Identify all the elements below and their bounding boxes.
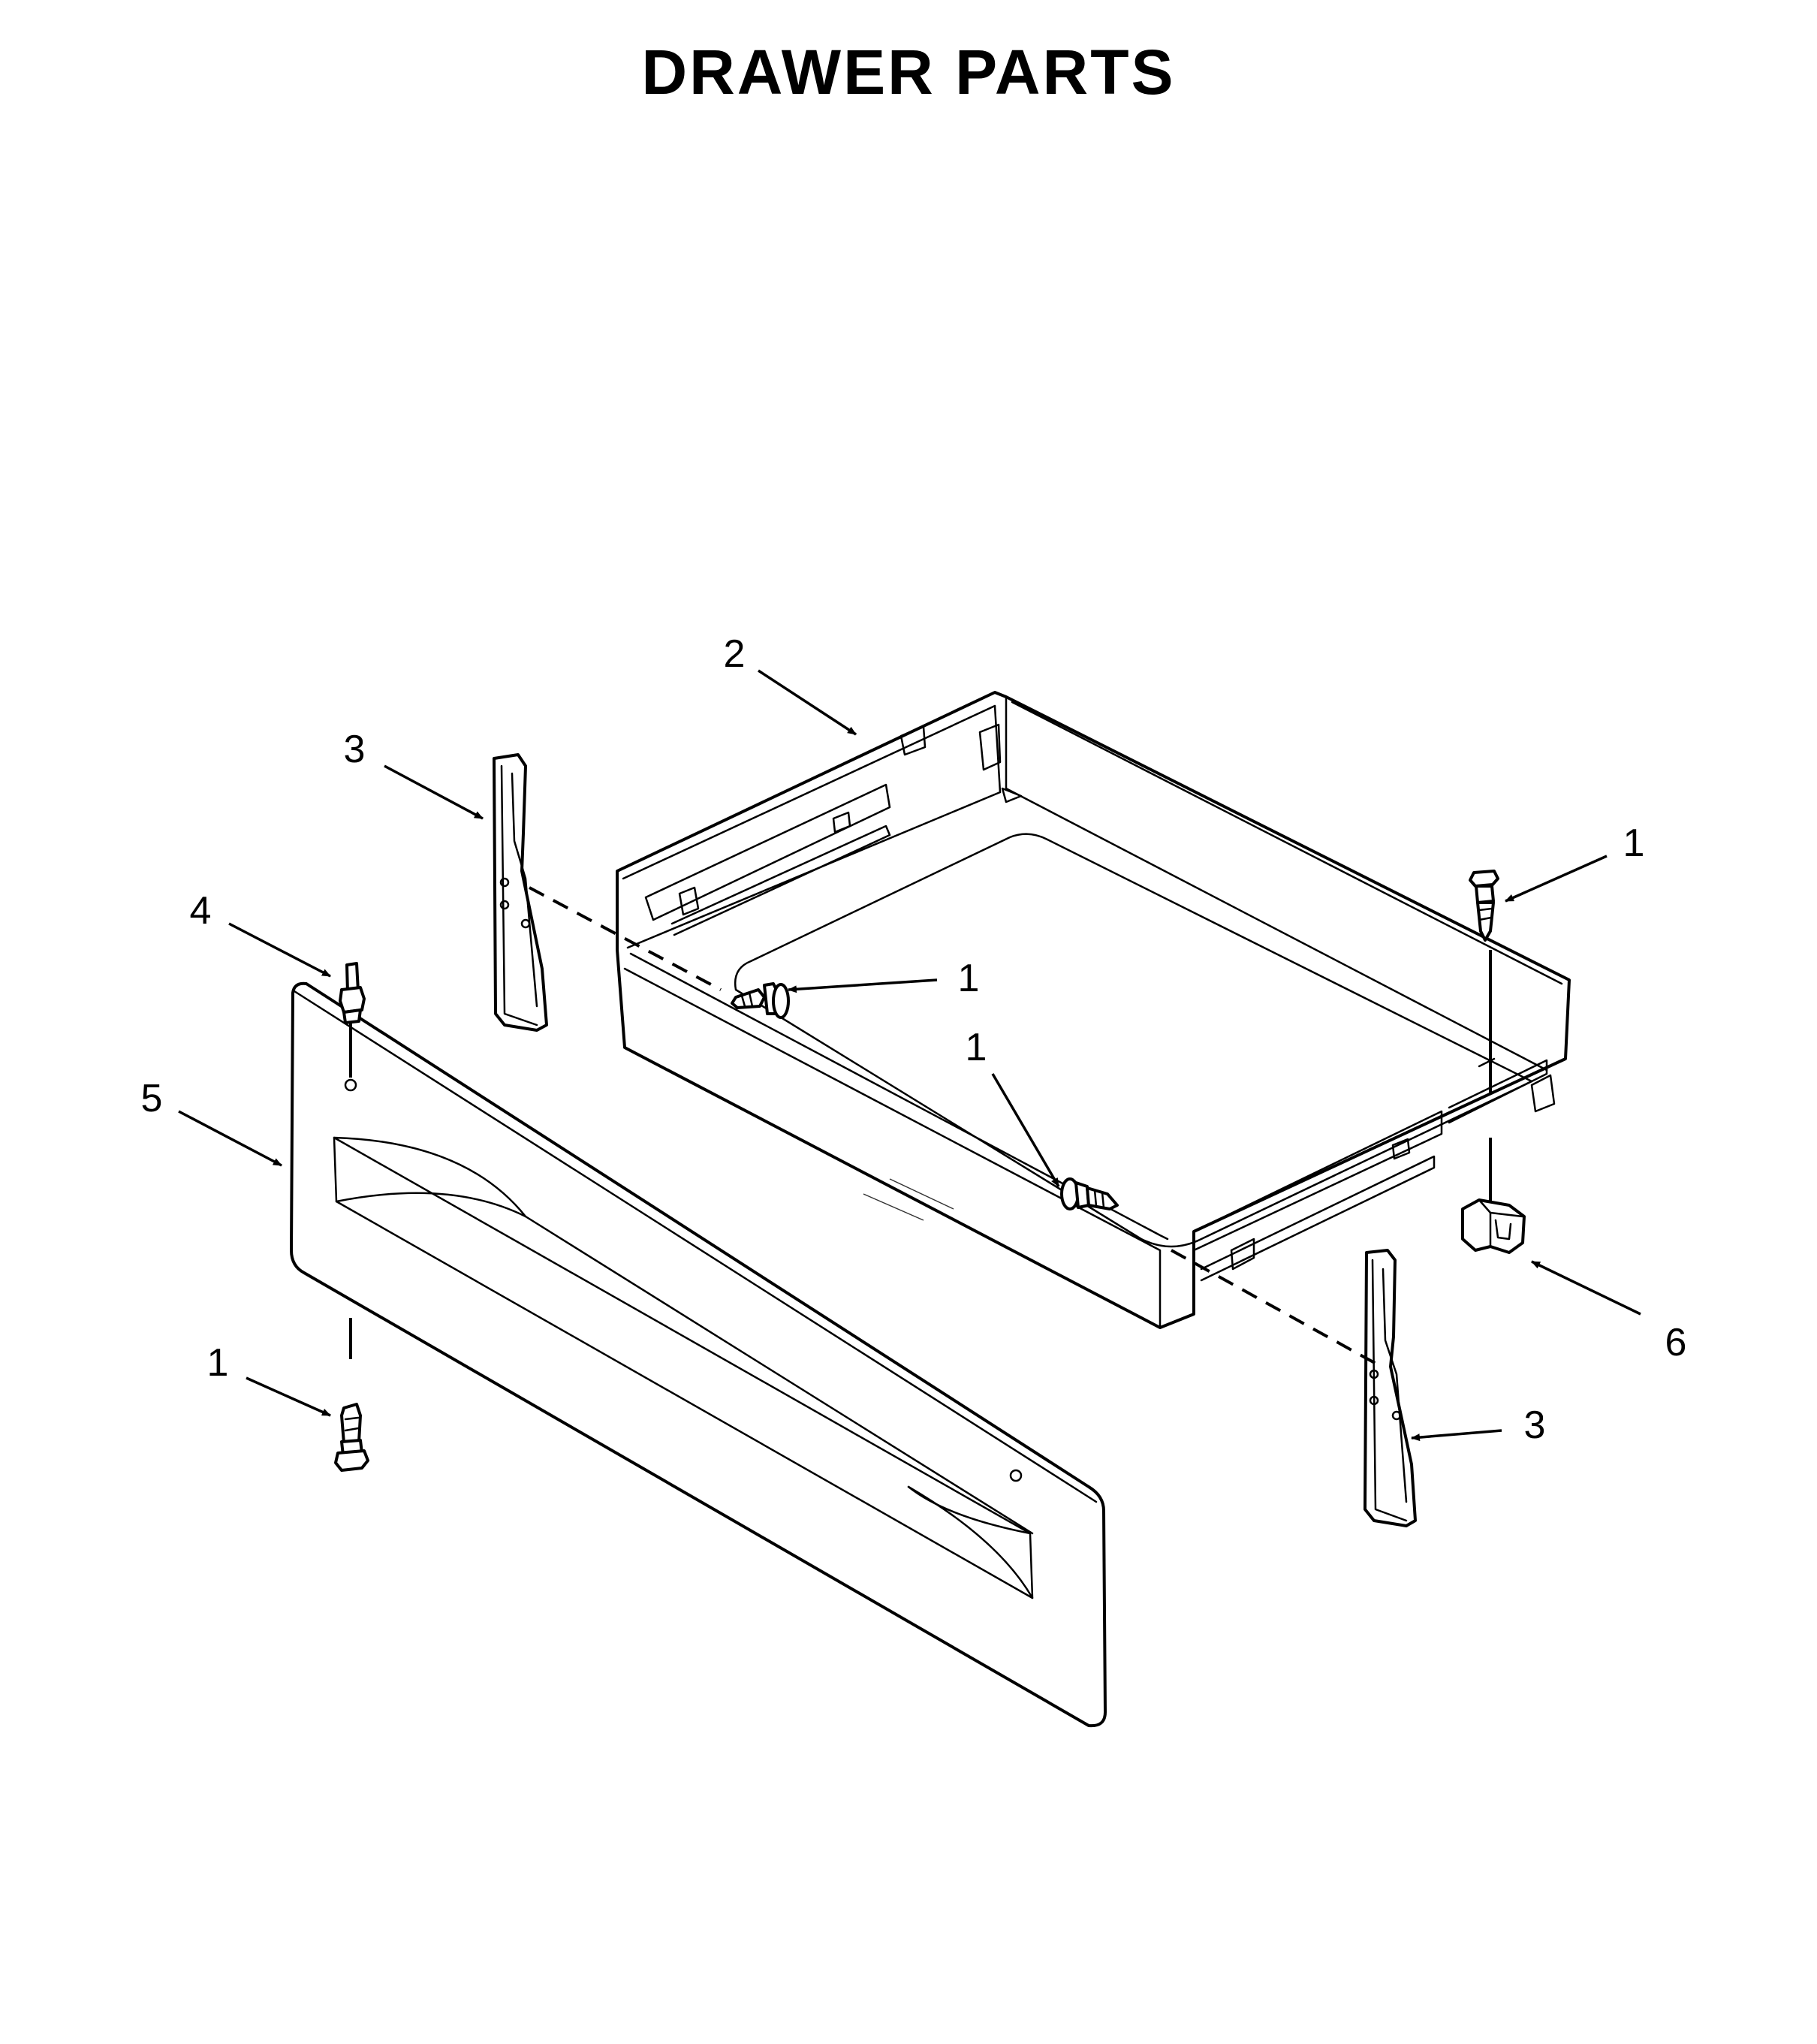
screw-icon: [334, 1403, 369, 1472]
drawer-front-panel: [290, 981, 1107, 1728]
callout-label: 3: [1524, 1403, 1546, 1447]
callout-label: 5: [141, 1077, 163, 1120]
callout-label: 3: [344, 728, 366, 771]
slide-bracket-right: [1364, 1249, 1417, 1527]
callout-label: 6: [1665, 1321, 1687, 1364]
callout-label: 2: [724, 632, 746, 676]
callout-label: 1: [966, 1026, 987, 1069]
screw-icon: [731, 982, 790, 1019]
callout-label: 1: [207, 1341, 229, 1385]
drawer-box: [616, 691, 1571, 1329]
screw-icon: [1469, 870, 1499, 942]
callout-label: 1: [958, 957, 980, 1000]
screw-icon: [1060, 1177, 1119, 1210]
callout-label: 1: [1623, 822, 1645, 865]
clip-icon: [1461, 1198, 1526, 1254]
stud-icon: [339, 962, 366, 1024]
callout-label: 4: [190, 889, 212, 933]
slide-bracket-left: [493, 753, 548, 1032]
assembly-lines: [349, 886, 1492, 1368]
page-title: DRAWER PARTS: [641, 37, 1175, 107]
leader-arrows: [178, 669, 1641, 1442]
